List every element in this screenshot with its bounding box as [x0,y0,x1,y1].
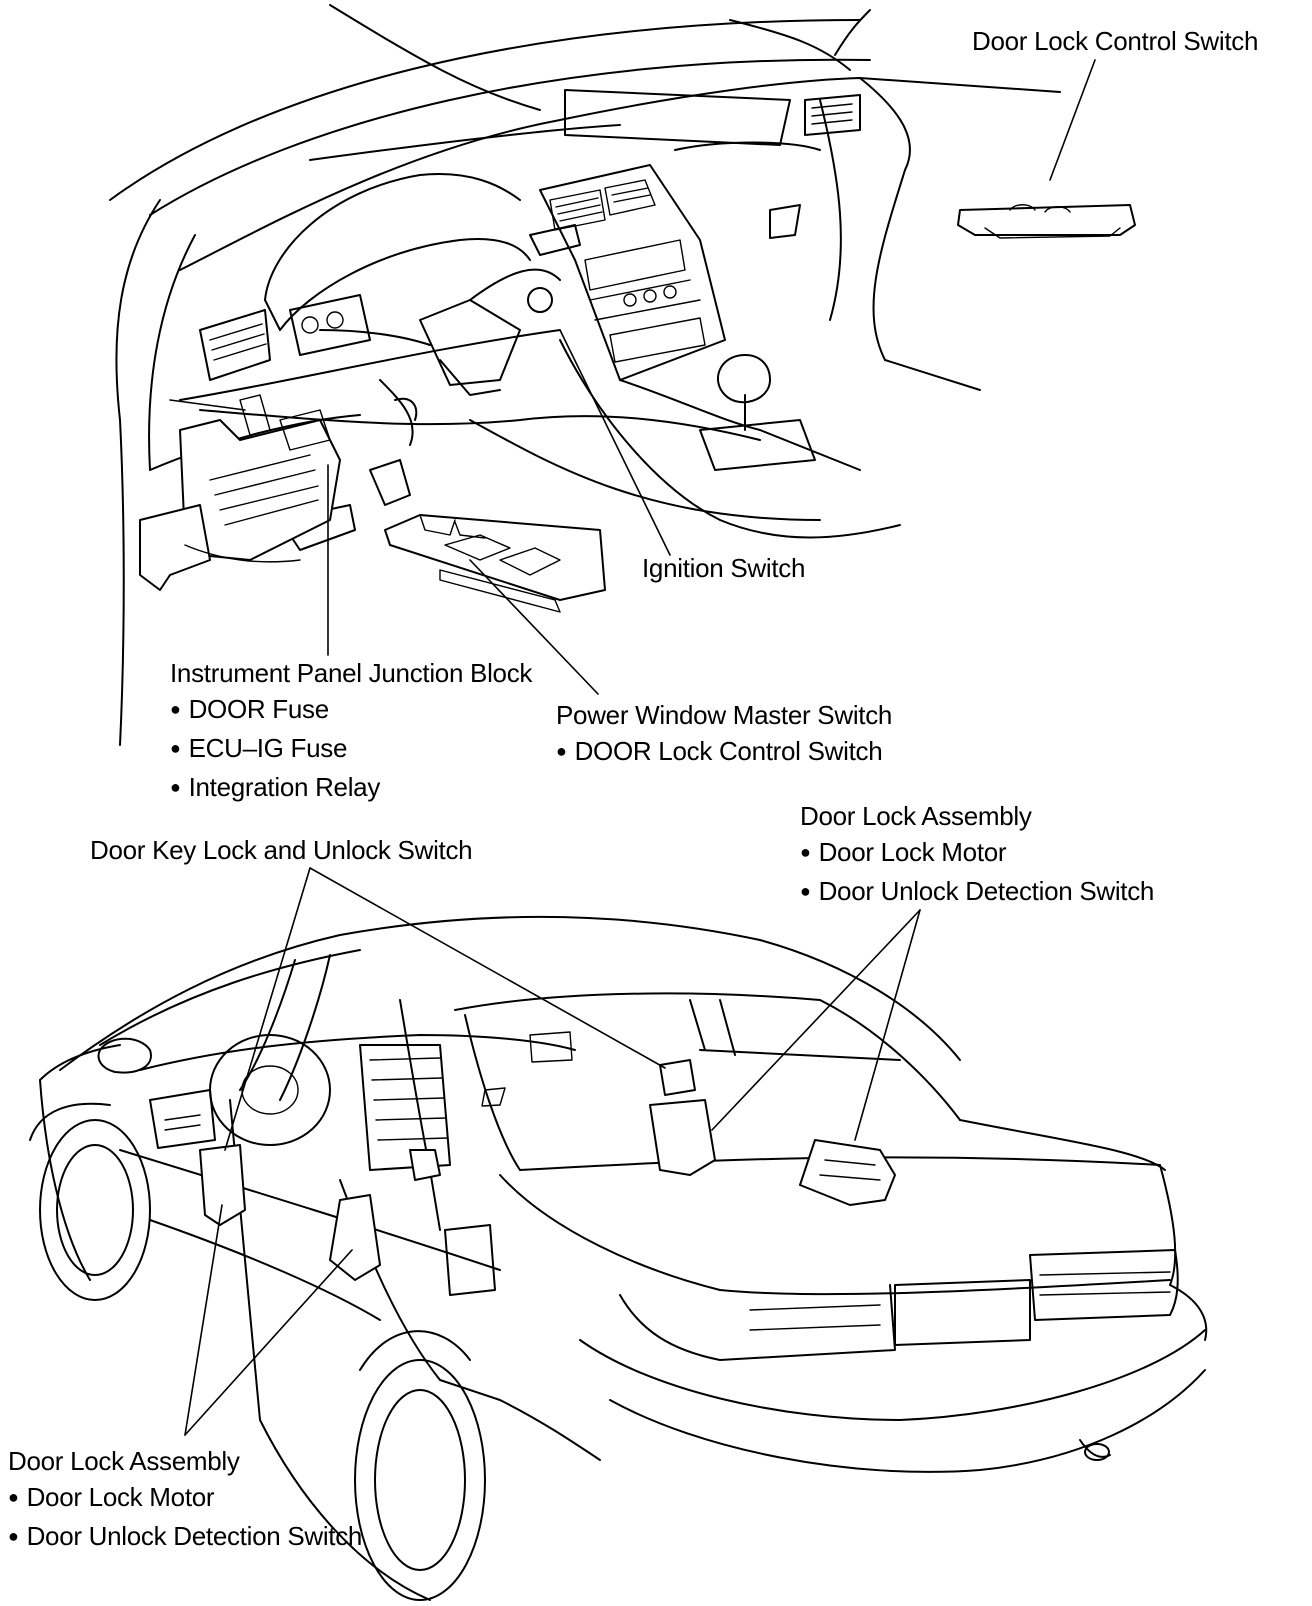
label-door-lock-assembly-right: Door Lock Assembly Door Lock Motor Door … [800,798,1154,912]
ipjb-item-ecu-ig-fuse: ECU–IG Fuse [170,730,532,769]
junction-block-illustration [139,394,341,591]
dashboard-illustration [109,4,1136,746]
label-ignition-switch: Ignition Switch [642,553,806,583]
pwms-title: Power Window Master Switch [556,700,893,730]
dla-right-item-detection-switch: Door Unlock Detection Switch [800,873,1155,912]
pwms-item-door-lock-control-switch: DOOR Lock Control Switch [556,733,892,772]
power-window-switch-illustration [384,514,606,613]
label-door-lock-assembly-left: Door Lock Assembly Door Lock Motor Door … [8,1443,362,1557]
dla-left-item-detection-switch: Door Unlock Detection Switch [8,1518,363,1557]
car-illustration [29,915,1208,1601]
label-door-key-lock-unlock-switch: Door Key Lock and Unlock Switch [90,835,473,865]
dla-left-item-motor: Door Lock Motor [8,1479,362,1518]
dla-left-title: Door Lock Assembly [8,1446,240,1476]
ipjb-title: Instrument Panel Junction Block [170,658,533,688]
label-power-window-master-switch: Power Window Master Switch DOOR Lock Con… [556,697,892,772]
label-door-lock-control-switch: Door Lock Control Switch [972,26,1259,56]
ipjb-item-integration-relay: Integration Relay [170,769,532,808]
dla-right-title: Door Lock Assembly [800,801,1032,831]
ipjb-item-door-fuse: DOOR Fuse [170,691,532,730]
leader-lines-top [169,59,1096,695]
dla-right-item-motor: Door Lock Motor [800,834,1154,873]
label-instrument-panel-junction-block: Instrument Panel Junction Block DOOR Fus… [170,655,532,808]
leader-lines-bottom [184,867,921,1436]
